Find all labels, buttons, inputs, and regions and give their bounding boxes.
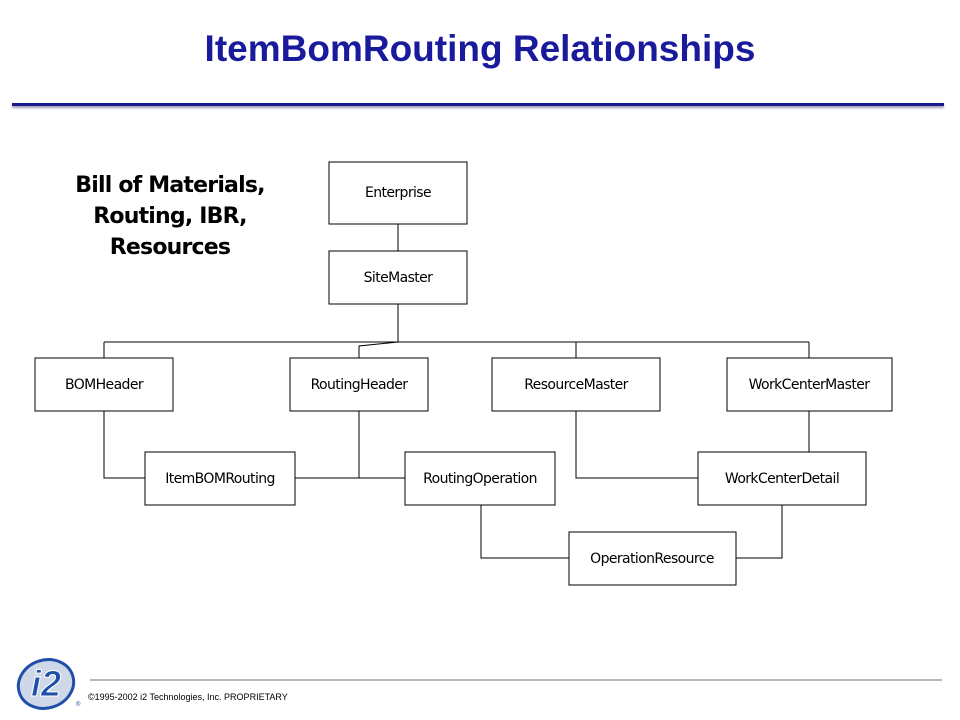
copyright-notice: ©1995-2002 i2 Technologies, Inc. PROPRIE… — [88, 692, 288, 702]
node-itembomrouting: ItemBOMRouting — [144, 451, 296, 506]
edge-routingheader-itembomrouting — [295, 411, 360, 479]
node-resourcemaster: ResourceMaster — [491, 357, 661, 412]
edge-bomheader-itembomrouting — [103, 411, 145, 479]
logo-text: i2 — [31, 663, 61, 704]
logo-swoosh — [16, 658, 76, 710]
node-workcentermaster: WorkCenterMaster — [726, 357, 893, 412]
node-operationresource-label: OperationResource — [590, 551, 714, 567]
subtitle-line-3: Resources — [109, 235, 231, 260]
node-routingoperation: RoutingOperation — [404, 451, 556, 506]
node-routingheader: RoutingHeader — [289, 357, 429, 412]
node-bomheader: BOMHeader — [34, 357, 174, 412]
node-routingheader-label: RoutingHeader — [311, 377, 409, 393]
node-sitemaster-label: SiteMaster — [364, 270, 434, 286]
i2-logo: i2 ® — [16, 658, 81, 710]
node-workcenterdetail: WorkCenterDetail — [697, 451, 867, 506]
edge-resourcemaster-workcenterdetail — [575, 411, 698, 479]
node-bomheader-label: BOMHeader — [65, 377, 144, 393]
node-operationresource: OperationResource — [568, 531, 737, 586]
subtitle-line-2: Routing, IBR, — [93, 204, 247, 229]
subtitle-line-1: Bill of Materials, — [75, 173, 265, 198]
title-underline — [12, 103, 944, 106]
slide-title: ItemBomRouting Relationships — [204, 28, 756, 69]
edge-workcenterdetail-operationresource — [736, 505, 783, 559]
node-resourcemaster-label: ResourceMaster — [524, 377, 628, 393]
node-routingoperation-label: RoutingOperation — [423, 471, 537, 487]
edge-routingoperation-operationresource — [480, 505, 569, 559]
node-itembomrouting-label: ItemBOMRouting — [165, 471, 275, 487]
node-workcentermaster-label: WorkCenterMaster — [749, 377, 871, 393]
node-workcenterdetail-label: WorkCenterDetail — [725, 471, 839, 487]
node-enterprise-label: Enterprise — [365, 185, 431, 201]
slide-subtitle: Bill of Materials, Routing, IBR, Resourc… — [40, 170, 300, 263]
logo-registered-mark: ® — [76, 701, 81, 708]
edge-bus-routingheader — [358, 341, 399, 358]
footer-rule — [90, 679, 942, 681]
node-sitemaster: SiteMaster — [328, 250, 468, 305]
node-enterprise: Enterprise — [328, 161, 468, 225]
